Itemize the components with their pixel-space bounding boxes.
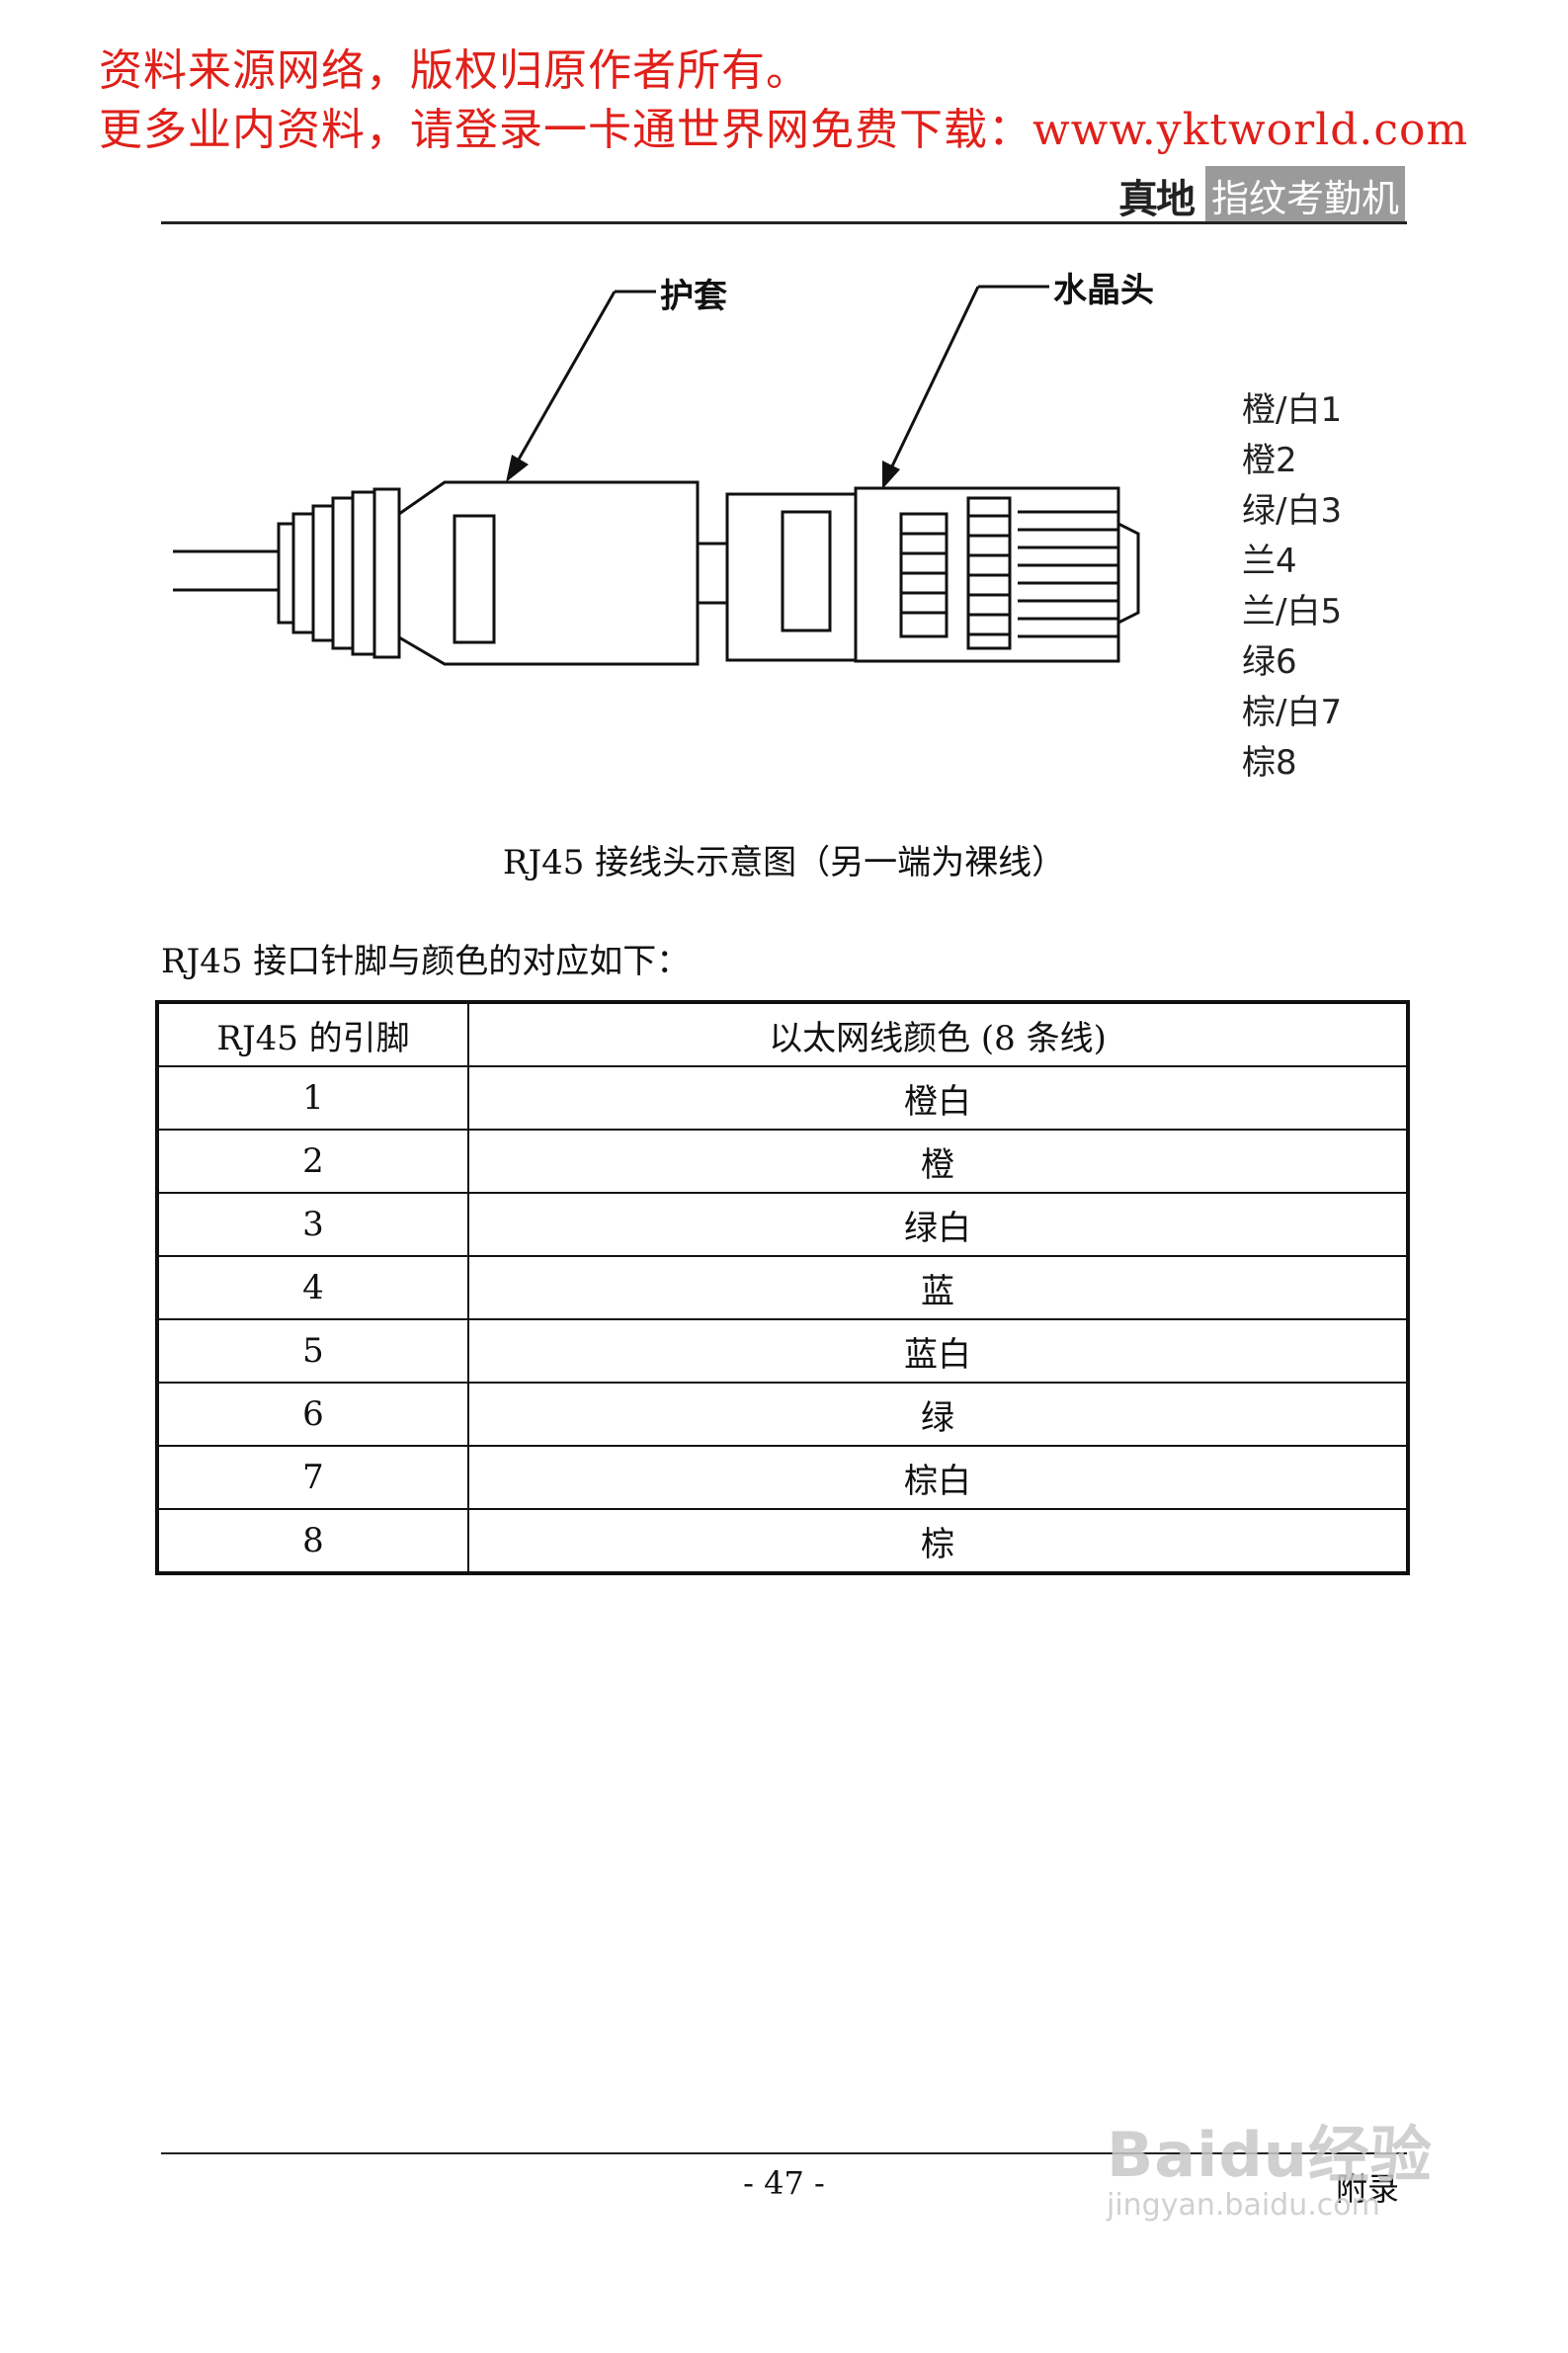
sleeve [696, 542, 729, 605]
boot-ridge [351, 490, 376, 656]
page-number: - 47 - [743, 2164, 825, 2202]
pin-cell: 8 [156, 1508, 469, 1574]
arrow-head-plug [882, 461, 900, 489]
pin-cell: 4 [156, 1255, 469, 1320]
wire-color-item: 棕8 [1242, 743, 1297, 783]
color-cell: 棕白 [467, 1445, 1409, 1510]
boot-ridge [331, 496, 355, 650]
header-color: 以太网线颜色 (8 条线) [467, 1001, 1409, 1067]
arrow-head-boot [506, 455, 529, 482]
wire-color-legend: 橙/白1 橙2 绿/白3 兰4 兰/白5 绿6 棕/白7 棕8 [1242, 385, 1342, 789]
boot-body [397, 480, 700, 666]
wire-color-item: 绿6 [1242, 642, 1297, 682]
wire-color-item: 兰4 [1242, 542, 1297, 581]
plug-head [854, 486, 1120, 663]
color-cell: 橙 [467, 1129, 1409, 1194]
brand-logo: 真地 [1117, 176, 1196, 222]
table-header-row: RJ45 的引脚 以太网线颜色 (8 条线) [156, 1001, 1409, 1067]
baidu-watermark-url: jingyan.baidu.com [1107, 2188, 1380, 2223]
wire-color-item: 棕/白7 [1242, 693, 1343, 732]
color-cell: 棕 [467, 1508, 1409, 1574]
wire-color-item: 橙/白1 [1242, 390, 1343, 430]
plug-body [725, 492, 858, 662]
pin-cell: 6 [156, 1382, 469, 1447]
wire-color-item: 兰/白5 [1242, 592, 1343, 631]
pin-cell: 7 [156, 1445, 469, 1510]
color-cell: 橙白 [467, 1065, 1409, 1131]
boot-window [453, 514, 496, 644]
callout-plug-label: 水晶头 [1053, 271, 1154, 310]
baidu-watermark: Baidu经验 jingyan.baidu.com [1107, 2105, 1433, 2223]
baidu-watermark-word: Baidu经验 [1107, 2119, 1433, 2191]
figure-caption: RJ45 接线头示意图（另一端为裸线） [502, 843, 1066, 882]
header-rule [161, 221, 1407, 224]
boot-ridge [277, 522, 295, 625]
callout-leader-boot-diagonal [514, 291, 617, 465]
table-intro: RJ45 接口针脚与颜色的对应如下： [161, 942, 691, 981]
plug-wire-guide [966, 496, 1012, 650]
watermark-line-1: 资料来源网络，版权归原作者所有。 [99, 45, 810, 96]
color-cell: 蓝白 [467, 1318, 1409, 1384]
footer-rule [161, 2152, 1407, 2154]
wire-color-item: 绿/白3 [1242, 491, 1343, 531]
color-cell: 绿白 [467, 1192, 1409, 1257]
header-pin: RJ45 的引脚 [156, 1001, 469, 1067]
callout-boot-label: 护套 [660, 277, 727, 316]
boot-ridge [372, 487, 401, 659]
footer-section-label: 附录 [1336, 2170, 1400, 2208]
pin-cell: 3 [156, 1192, 469, 1257]
product-label: 指纹考勤机 [1204, 166, 1405, 224]
pin-cell: 5 [156, 1318, 469, 1384]
plug-strain-relief [899, 512, 949, 638]
callout-leader-plug-diagonal [887, 286, 980, 473]
pin-cell: 2 [156, 1129, 469, 1194]
boot-ridge [311, 504, 335, 642]
plug-latch [1117, 522, 1140, 625]
color-cell: 蓝 [467, 1255, 1409, 1320]
wire-color-item: 橙2 [1242, 441, 1297, 480]
color-cell: 绿 [467, 1382, 1409, 1447]
plug-clip-window [781, 510, 832, 632]
header-brand: 真地 指纹考勤机 [1118, 166, 1405, 224]
watermark-line-2: 更多业内资料，请登录一卡通世界网免费下载：www.yktworld.com [99, 105, 1469, 155]
pin-cell: 1 [156, 1065, 469, 1131]
boot-ridge [291, 512, 315, 634]
plug-contacts [1018, 510, 1118, 638]
